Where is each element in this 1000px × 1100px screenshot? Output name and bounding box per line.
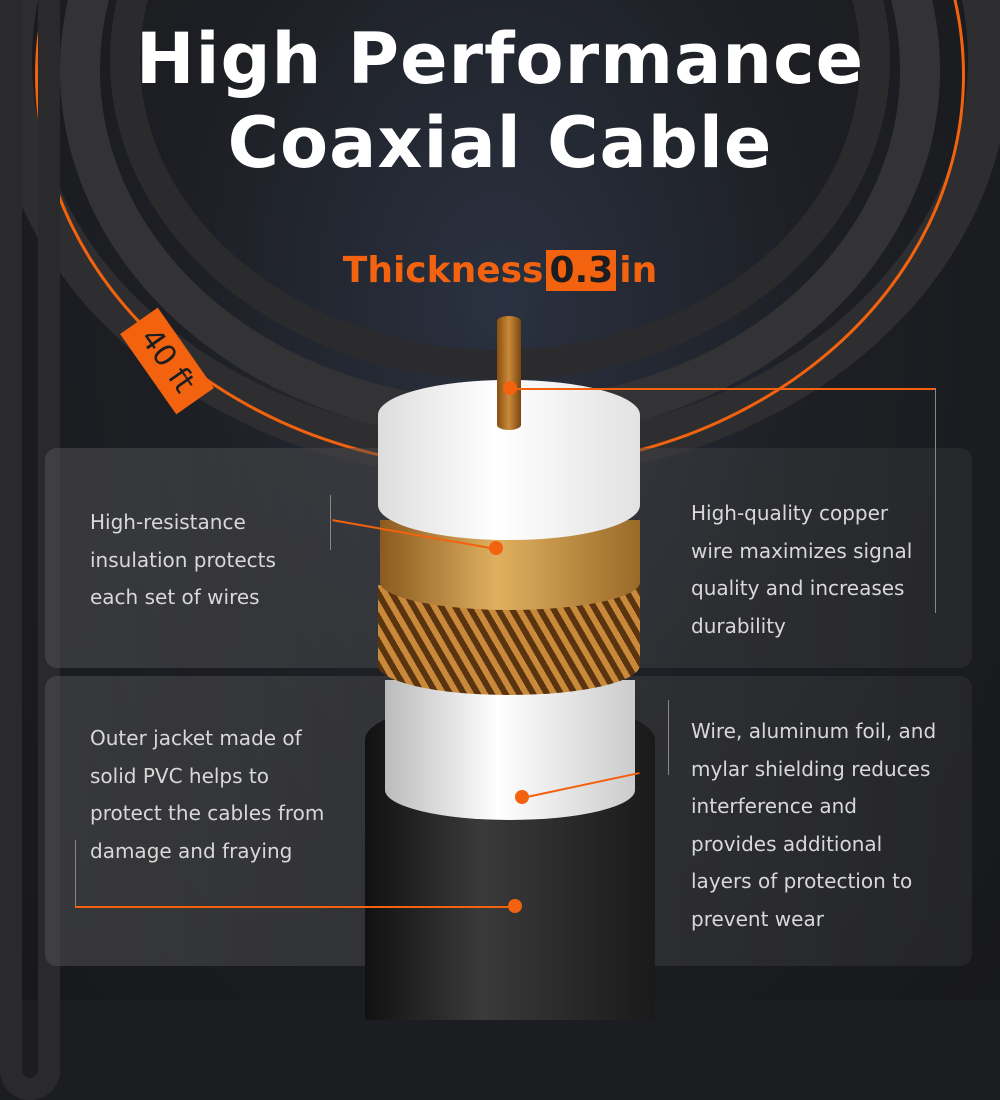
feature-shielding: Wire, aluminum foil, and mylar shielding… [691,719,937,931]
feature-jacket: Outer jacket made of solid PVC helps to … [90,726,325,863]
title-line-2: Coaxial Cable [227,102,773,184]
feature-insulation: High-resistance insulation protects each… [90,510,276,609]
thickness-text: Thickness [342,250,544,291]
title-line-1: High Performance [135,18,865,100]
thickness-value: 0.3 [546,250,617,291]
feature-copper: High-quality copper wire maximizes signa… [691,501,913,638]
thickness-unit: in [619,250,658,291]
